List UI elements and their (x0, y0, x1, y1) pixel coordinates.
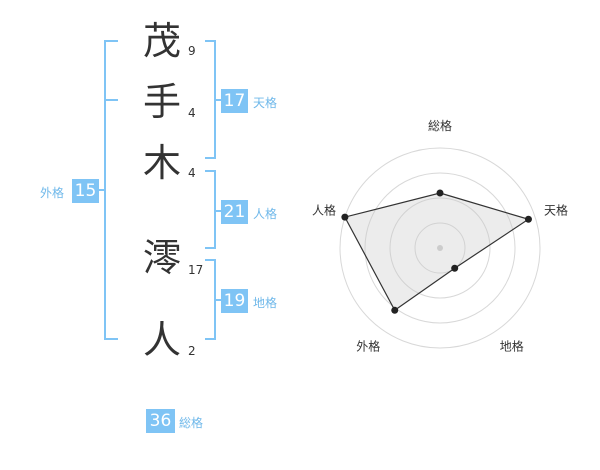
stroke-count-2: 4 (188, 106, 196, 120)
jinkaku-value-badge: 21 (221, 200, 248, 224)
radar-center-dot (437, 245, 443, 251)
radar-ring (414, 222, 466, 274)
stroke-count-5: 2 (188, 344, 196, 358)
radar-axis-label: 天格 (544, 202, 568, 217)
stroke-count-4: 17 (188, 263, 204, 277)
name-char-1: 茂 (142, 19, 181, 63)
radar-point-2 (524, 215, 532, 223)
tenkaku-label: 天格 (253, 96, 278, 110)
radar-ring (364, 172, 516, 324)
name-char-3: 木 (142, 141, 181, 185)
radar-axis-label: 地格 (500, 339, 524, 354)
soukaku-label: 総格 (179, 416, 204, 430)
gaikaku-label: 外格 (40, 186, 65, 200)
stroke-count-3: 4 (188, 166, 196, 180)
jinkaku-label: 人格 (253, 207, 278, 221)
chikaku-bracket (205, 259, 216, 340)
radar-axis-label: 総格 (428, 118, 452, 133)
jinkaku-bracket (205, 170, 216, 249)
chikaku-value-badge: 19 (221, 289, 248, 313)
name-char-2: 手 (142, 80, 181, 124)
tenkaku-bracket (205, 40, 216, 159)
radar-point-3 (451, 264, 459, 272)
name-char-5: 人 (142, 318, 181, 362)
stroke-count-1: 9 (188, 44, 196, 58)
gaikaku-value-badge: 15 (72, 179, 99, 203)
radar-point-4 (391, 306, 399, 314)
radar-ring (339, 147, 541, 349)
tenkaku-value-badge: 17 (221, 89, 248, 113)
radar-point-5 (341, 213, 349, 221)
soukaku-value-badge: 36 (146, 409, 175, 433)
chikaku-label: 地格 (253, 296, 278, 310)
radar-ring (389, 197, 491, 299)
radar-point-1 (436, 189, 444, 197)
radar-axis-label: 人格 (312, 202, 336, 217)
radar-area (344, 192, 530, 312)
gaikaku-bracket (104, 40, 118, 340)
radar-axis-label: 外格 (356, 339, 380, 354)
name-char-4: 澪 (142, 236, 181, 280)
